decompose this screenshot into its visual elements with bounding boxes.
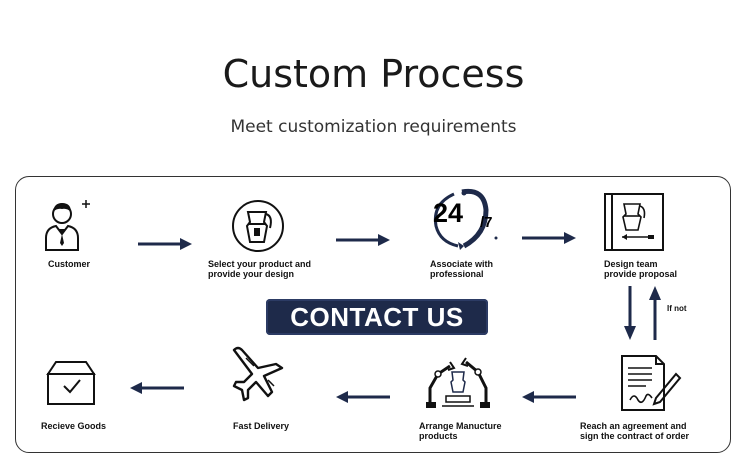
customer-icon — [40, 198, 92, 252]
step-label-associate: Associate with professional — [430, 259, 494, 279]
package-icon — [44, 358, 98, 408]
page-title: Custom Process — [222, 52, 525, 96]
support-days-text: /7 — [480, 214, 493, 231]
arrow-left-icon — [336, 390, 390, 409]
design-book-icon — [602, 192, 666, 254]
step-label-design: Design team provide proposal — [604, 259, 678, 279]
contact-us-button[interactable]: CONTACT US — [266, 299, 488, 335]
arrow-left-icon — [522, 390, 576, 409]
arrow-left-icon — [130, 381, 184, 400]
arrow-up-icon — [648, 286, 662, 345]
if-not-label: If not — [667, 304, 687, 313]
robot-arms-icon — [422, 348, 494, 410]
step-label-manufacture: Arrange Manucture products — [419, 421, 502, 441]
step-label-contract: Reach an agreement and sign the contract… — [580, 421, 690, 441]
process-frame — [15, 176, 731, 453]
arrow-right-icon — [522, 231, 576, 250]
arrow-right-icon — [138, 237, 192, 256]
support-hours-text: 24 — [433, 198, 464, 228]
step-label-receive: Recieve Goods — [41, 421, 107, 431]
airplane-icon — [228, 344, 292, 408]
support-24-7-icon: 24 /7 — [424, 186, 504, 254]
step-label-select: Select your product and provide your des… — [208, 259, 312, 279]
step-label-delivery: Fast Delivery — [233, 421, 290, 431]
moka-pot-icon — [230, 198, 286, 254]
arrow-right-icon — [336, 233, 390, 252]
page-subtitle: Meet customization requirements — [230, 117, 517, 137]
arrow-down-icon — [623, 286, 637, 345]
contract-icon — [618, 354, 682, 414]
step-label-customer: Customer — [48, 259, 91, 269]
